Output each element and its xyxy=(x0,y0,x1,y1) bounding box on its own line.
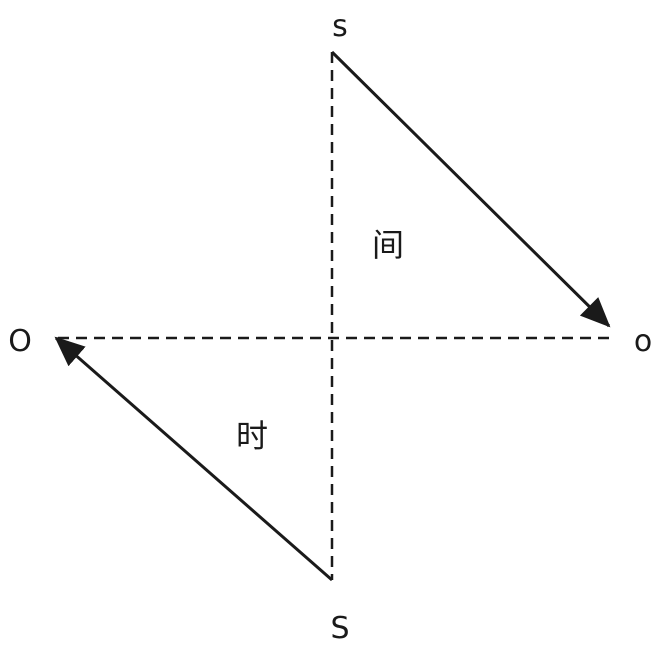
label-right: o xyxy=(634,324,652,359)
label-upper-char: 间 xyxy=(372,226,404,264)
arrow-bottom-to-left xyxy=(54,336,333,582)
label-left: O xyxy=(8,324,32,359)
label-bottom: S xyxy=(330,611,349,645)
arrow-top-to-right xyxy=(330,50,611,328)
label-top: s xyxy=(332,9,348,44)
label-lower-char: 时 xyxy=(236,417,268,455)
